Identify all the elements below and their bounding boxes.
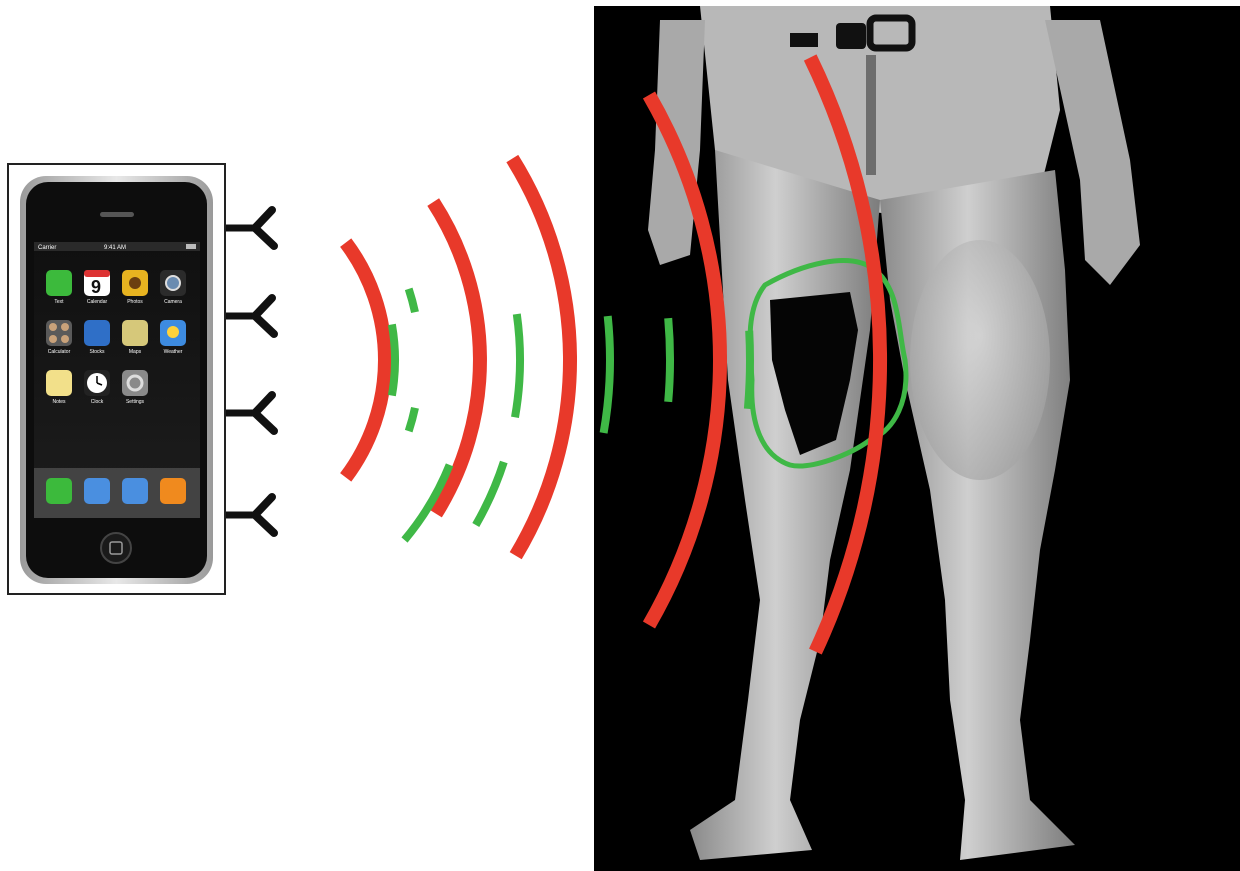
dock-ipod-icon[interactable] bbox=[160, 478, 186, 504]
antenna-array bbox=[226, 210, 274, 533]
carrier-label: Carrier bbox=[38, 245, 56, 251]
safari-icon bbox=[122, 478, 148, 504]
app-label: Settings bbox=[126, 399, 145, 405]
app-label: Photos bbox=[127, 299, 143, 305]
zipper-line bbox=[866, 55, 876, 175]
notes-icon bbox=[46, 370, 72, 396]
app-label: Maps bbox=[129, 349, 142, 355]
ipod-icon bbox=[160, 478, 186, 504]
battery-icon bbox=[186, 244, 196, 249]
app-label: Calendar bbox=[87, 299, 108, 305]
app-label: Calculator bbox=[48, 349, 71, 355]
reflected-wave-arc bbox=[515, 314, 520, 417]
map-icon bbox=[122, 320, 148, 346]
app-weather-icon[interactable]: Weather bbox=[160, 320, 186, 355]
app-calculator-icon[interactable]: Calculator bbox=[46, 320, 72, 355]
app-label: Clock bbox=[91, 399, 104, 405]
sms-icon bbox=[46, 270, 72, 296]
dock-safari-icon[interactable] bbox=[122, 478, 148, 504]
transmitted-wave-arc bbox=[346, 243, 385, 478]
reflected-wave-arc bbox=[476, 462, 504, 525]
app-label: Weather bbox=[164, 349, 183, 355]
app-label: Stocks bbox=[89, 349, 105, 355]
home-button[interactable] bbox=[101, 533, 131, 563]
dock-phone-icon[interactable] bbox=[46, 478, 72, 504]
calculator-icon bbox=[46, 320, 72, 346]
status-time: 9:41 AM bbox=[104, 245, 126, 251]
antenna-icon bbox=[226, 210, 274, 246]
stocks-icon bbox=[84, 320, 110, 346]
thigh-highlight bbox=[910, 240, 1050, 480]
app-label: Text bbox=[54, 299, 64, 305]
antenna-icon bbox=[226, 298, 274, 334]
reflected-wave-arc bbox=[392, 324, 395, 395]
antenna-icon bbox=[226, 497, 274, 533]
reflected-wave-arc bbox=[409, 408, 415, 431]
dock-mail-icon[interactable] bbox=[84, 478, 110, 504]
belt-buckle-mark bbox=[836, 23, 866, 49]
body-scan-image bbox=[594, 6, 1240, 871]
reflected-wave-arc bbox=[409, 289, 415, 312]
reflected-wave-arc bbox=[748, 331, 750, 409]
calendar-day: 9 bbox=[91, 277, 101, 297]
phone-icon bbox=[46, 478, 72, 504]
reflected-wave-arc bbox=[668, 318, 670, 402]
earpiece bbox=[100, 212, 134, 217]
settings-icon bbox=[122, 370, 148, 396]
app-label: Camera bbox=[164, 299, 182, 305]
belt-loop-mark bbox=[790, 33, 818, 47]
mail-icon bbox=[84, 478, 110, 504]
antenna-icon bbox=[226, 395, 274, 431]
app-label: Notes bbox=[52, 399, 66, 405]
transmitted-wave-arc bbox=[433, 202, 480, 514]
